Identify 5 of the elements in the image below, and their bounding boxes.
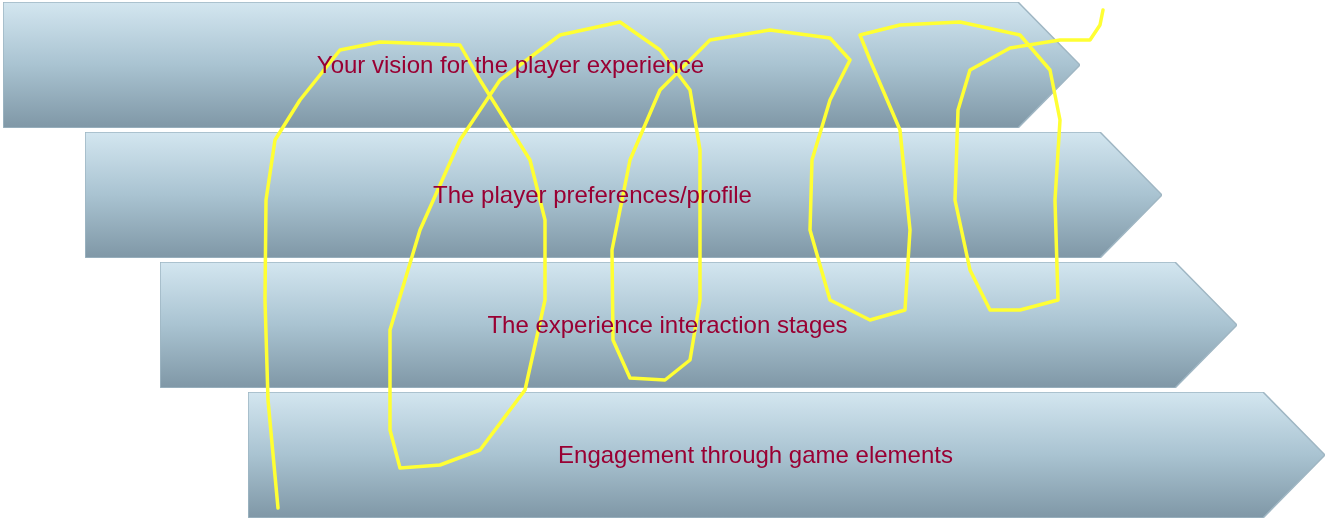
arrow-band — [3, 2, 1080, 128]
arrow-band — [160, 262, 1237, 388]
arrow-band — [85, 132, 1162, 258]
arrow-band — [248, 392, 1325, 518]
band-label: Engagement through game elements — [558, 441, 953, 469]
